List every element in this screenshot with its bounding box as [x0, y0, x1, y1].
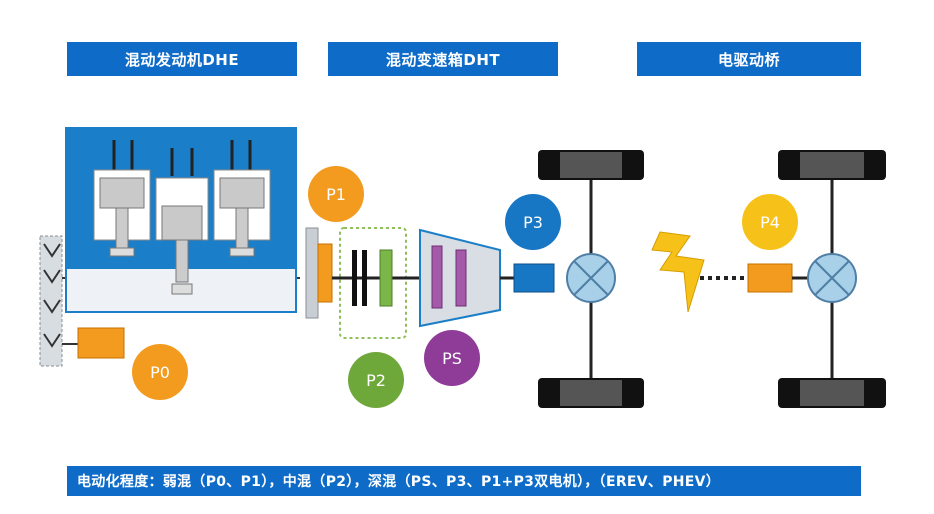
p0-marker: P0 — [132, 344, 188, 400]
p3-marker: P3 — [505, 194, 561, 250]
p4-label: P4 — [760, 213, 780, 232]
p2-module-box — [339, 227, 407, 339]
p2-label: P2 — [366, 371, 386, 390]
rear-axle — [778, 150, 886, 408]
cylinder-3 — [213, 140, 271, 257]
p3-label: P3 — [523, 213, 543, 232]
p2-motor — [379, 249, 393, 307]
ps-marker: PS — [424, 330, 480, 386]
p3-motor — [513, 263, 555, 293]
clutch-plate-2 — [362, 250, 367, 306]
transmission-gearbox — [419, 228, 501, 328]
header-engine-dhe: 混动发动机DHE — [67, 42, 297, 76]
electrification-level-footer: 电动化程度：弱混（P0、P1），中混（P2），深混（PS、P3、P1+P3双电机… — [67, 466, 861, 496]
engine-block — [65, 127, 297, 313]
lightning-bolt-icon — [651, 231, 705, 313]
header-electric-axle: 电驱动桥 — [637, 42, 861, 76]
p1-marker: P1 — [308, 166, 364, 222]
cylinder-1 — [93, 140, 151, 257]
p0-motor — [77, 327, 125, 359]
flywheel — [305, 227, 319, 319]
p0-label: P0 — [150, 363, 170, 382]
p4-marker: P4 — [742, 194, 798, 250]
ps-label: PS — [442, 349, 462, 368]
belt-pulley-icon — [39, 235, 63, 367]
clutch-plate-1 — [352, 250, 357, 306]
header-transmission-dht: 混动变速箱DHT — [328, 42, 558, 76]
front-axle — [538, 150, 644, 408]
p1-label: P1 — [326, 185, 346, 204]
p1-motor — [317, 243, 333, 303]
p4-motor — [747, 263, 793, 293]
p2-marker: P2 — [348, 352, 404, 408]
cylinder-2 — [155, 148, 209, 295]
